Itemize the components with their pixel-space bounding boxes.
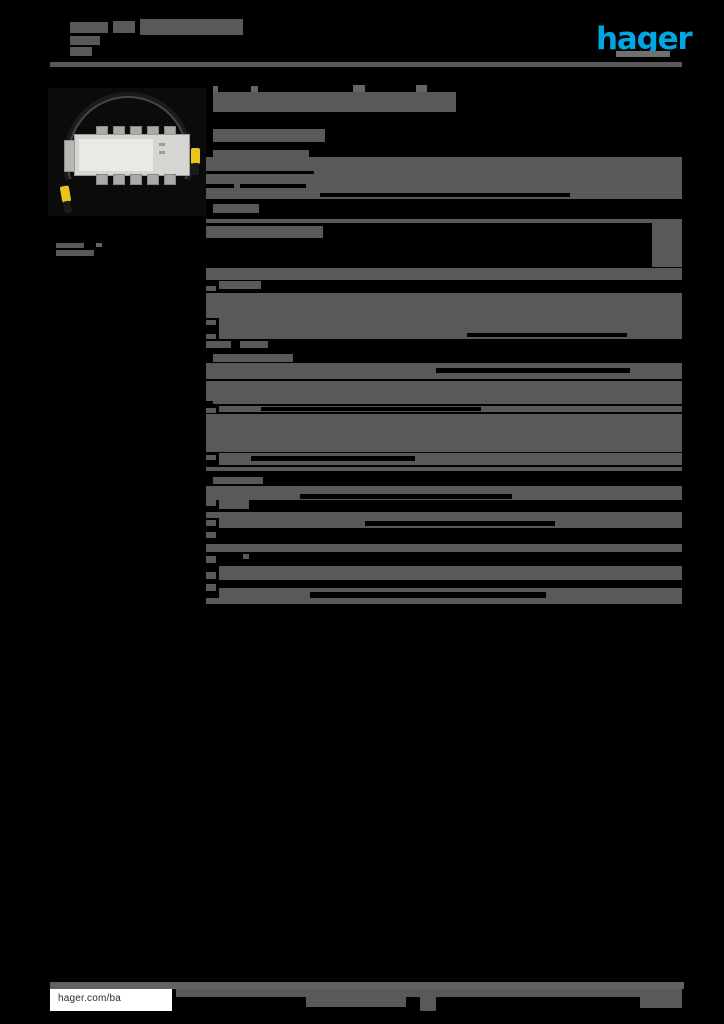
plug-tip-right	[192, 163, 199, 175]
row-bullet	[206, 286, 216, 291]
table-row	[206, 219, 682, 223]
device-label-mark	[159, 143, 165, 146]
device-body	[74, 134, 190, 176]
row-gap	[365, 521, 555, 526]
row-bullet	[206, 408, 216, 413]
row-gap	[467, 333, 627, 337]
header-divider	[50, 62, 682, 67]
product-figure	[48, 88, 206, 216]
table-row	[206, 268, 682, 280]
table-row	[206, 512, 682, 518]
row-gap	[300, 494, 512, 499]
title-ascender-2	[251, 86, 258, 93]
terminal-row-bottom	[96, 174, 176, 185]
section-heading	[213, 204, 259, 213]
terminal	[164, 174, 176, 185]
page-subtitle	[213, 129, 325, 142]
section-heading	[213, 150, 309, 158]
row-label	[219, 500, 249, 509]
row-gap	[436, 368, 630, 373]
terminal	[130, 174, 142, 185]
footer-block	[176, 989, 306, 997]
footer-url-box[interactable]: hager.com/ba	[50, 989, 172, 1011]
row-label	[213, 477, 263, 484]
row-gap	[206, 184, 234, 188]
row-bullet	[206, 556, 216, 563]
header-subtitle-fragment-1	[70, 36, 100, 45]
page-title	[213, 92, 456, 112]
footer-block	[420, 997, 436, 1011]
row-gap	[251, 456, 415, 461]
row-gap	[240, 184, 306, 188]
plug-connector-right	[191, 148, 200, 164]
table-row-value	[652, 223, 682, 267]
row-bullet	[243, 554, 249, 559]
row-gap	[310, 592, 546, 598]
row-bullet	[206, 486, 216, 491]
row-bullet	[206, 334, 216, 339]
footer-right-text	[640, 989, 682, 1008]
plug-connector-left	[59, 185, 72, 203]
terminal	[147, 174, 159, 185]
device-label-mark	[93, 155, 109, 158]
row-bullet	[206, 320, 216, 325]
device-label-mark	[93, 161, 113, 164]
footer-url-text: hager.com/ba	[58, 993, 121, 1004]
plug-tip-left	[62, 200, 73, 214]
row-bullet	[206, 341, 231, 348]
terminal	[113, 174, 125, 185]
table-row	[206, 544, 682, 552]
table-row	[206, 414, 682, 452]
title-ascender-4	[416, 85, 427, 93]
row-bullet	[206, 455, 216, 460]
header-subtitle-fragment-2	[70, 47, 92, 56]
device-label-mark	[93, 143, 102, 146]
row-gap	[320, 193, 570, 197]
page-header: hager	[0, 0, 724, 72]
table-row	[206, 467, 682, 471]
row-bullet	[206, 572, 216, 579]
hager-logo[interactable]: hager	[596, 21, 693, 57]
section-divider	[206, 199, 682, 201]
section-heading	[213, 354, 293, 362]
table-row	[206, 293, 682, 318]
hager-logo-text: hager	[596, 21, 693, 57]
table-row	[206, 381, 682, 404]
footer-block	[406, 989, 456, 997]
device-label-mark	[127, 162, 133, 165]
row-gap	[206, 401, 213, 406]
row-bullet	[206, 584, 216, 591]
hager-logo-underline	[616, 51, 670, 57]
device-label-mark	[159, 151, 165, 154]
product-image	[48, 88, 206, 216]
figure-caption-line2	[56, 250, 94, 256]
row-bullet	[206, 520, 216, 526]
row-gap	[261, 407, 481, 411]
table-row-label	[206, 226, 323, 238]
row-bullet	[206, 500, 216, 506]
row-label	[219, 281, 261, 289]
figure-caption	[56, 243, 84, 248]
row-gap	[206, 171, 314, 174]
title-ascender-1	[213, 86, 218, 93]
header-title-fragment-1	[70, 22, 108, 33]
header-title-fragment-3	[140, 19, 243, 35]
table-row	[219, 318, 682, 332]
footer-bar	[50, 982, 684, 989]
row-bullet	[206, 532, 216, 538]
terminal	[96, 174, 108, 185]
section-block	[206, 157, 682, 200]
table-row	[206, 598, 682, 604]
title-ascender-3	[353, 85, 365, 93]
footer-center-text	[306, 989, 406, 1007]
figure-caption-mark	[96, 243, 102, 247]
header-title-fragment-2	[113, 21, 135, 33]
table-row	[219, 332, 682, 339]
footer-block	[456, 989, 640, 997]
table-row	[219, 566, 682, 580]
device-label-mark	[127, 155, 134, 158]
device-label-mark	[127, 143, 132, 146]
row-bullet	[240, 341, 268, 348]
